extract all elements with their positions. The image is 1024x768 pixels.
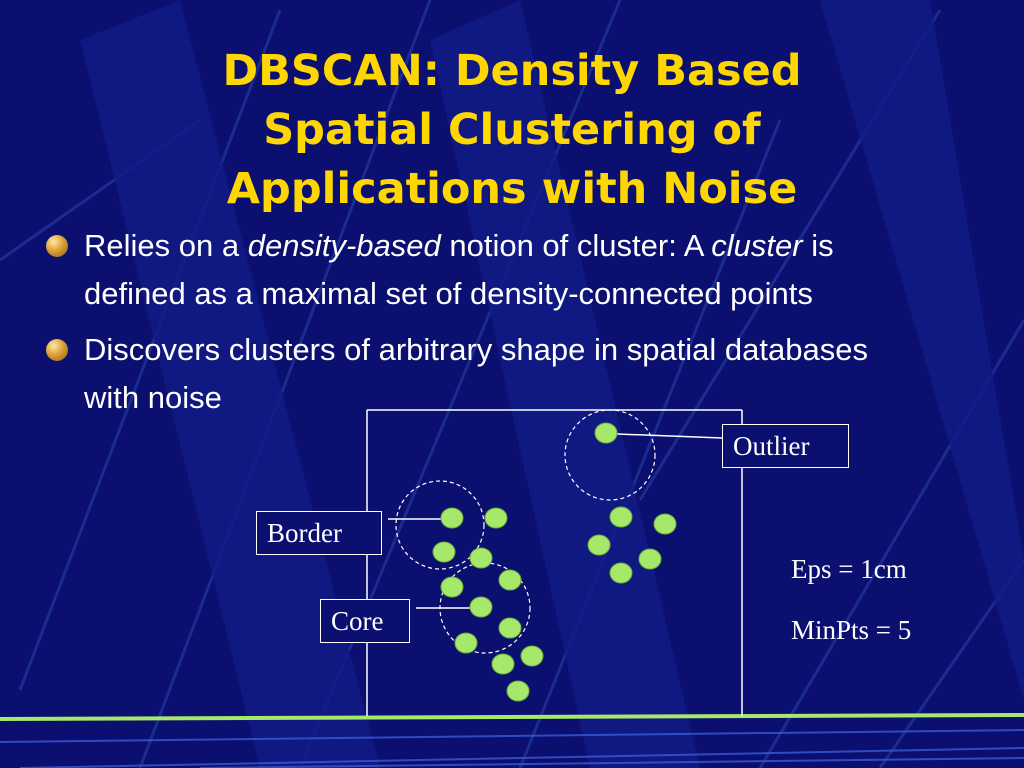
bullet-text: Relies on a density-based notion of clus… <box>84 228 834 311</box>
bullet-text: Discovers clusters of arbitrary shape in… <box>84 332 868 415</box>
bullet-item: Discovers clusters of arbitrary shape in… <box>44 326 924 422</box>
text-segment: is defined as a maximal set of density-c… <box>84 228 834 311</box>
title-line: Applications with Noise <box>226 164 798 214</box>
italic-term: cluster <box>711 228 803 263</box>
slide-title: DBSCAN: Density Based Spatial Clustering… <box>140 42 884 219</box>
title-line: DBSCAN: Density Based <box>222 46 802 96</box>
bullet-list: Relies on a density-based notion of clus… <box>44 222 924 430</box>
outlier-label: Outlier <box>722 424 849 468</box>
bullet-icon <box>46 339 68 361</box>
text-segment: Relies on a <box>84 228 248 263</box>
italic-term: density-based <box>247 228 441 263</box>
eps-parameter: Eps = 1cm <box>791 554 907 584</box>
text-segment: notion of cluster: A <box>440 228 712 263</box>
minpts-parameter: MinPts = 5 <box>791 615 912 645</box>
bullet-item: Relies on a density-based notion of clus… <box>44 222 924 318</box>
bullet-icon <box>46 235 68 257</box>
border-label: Border <box>256 511 382 555</box>
title-line: Spatial Clustering of <box>263 105 761 155</box>
core-label: Core <box>320 599 410 643</box>
